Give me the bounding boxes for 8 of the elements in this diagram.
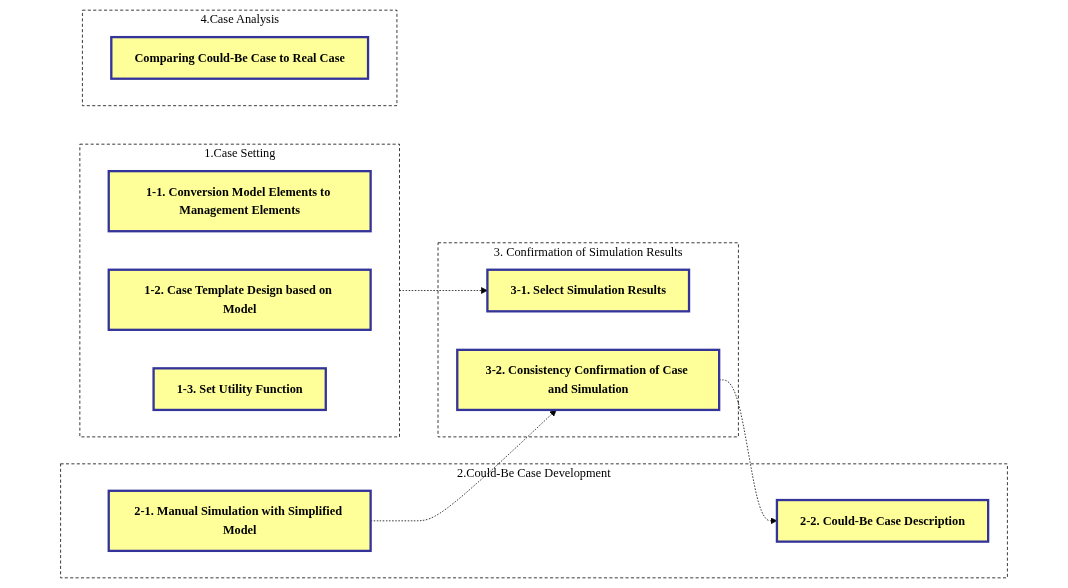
node-box: 2-1. Manual Simulation with Simplified Model bbox=[107, 489, 372, 553]
node-box: 3-1. Select Simulation Results bbox=[486, 268, 691, 313]
node-box: 1-2. Case Template Design based on Model bbox=[107, 268, 372, 331]
node-box: 2-2. Could-Be Case Description bbox=[775, 498, 990, 543]
node-box: 3-2. Consistency Confirmation of Case and Simulation bbox=[456, 348, 721, 412]
node-box: 1-3. Set Utility Function bbox=[152, 367, 327, 412]
node-box: Comparing Could-Be Case to Real Case bbox=[110, 35, 370, 80]
node-box: 1-1. Conversion Model Elements to Management Elements bbox=[107, 170, 372, 233]
